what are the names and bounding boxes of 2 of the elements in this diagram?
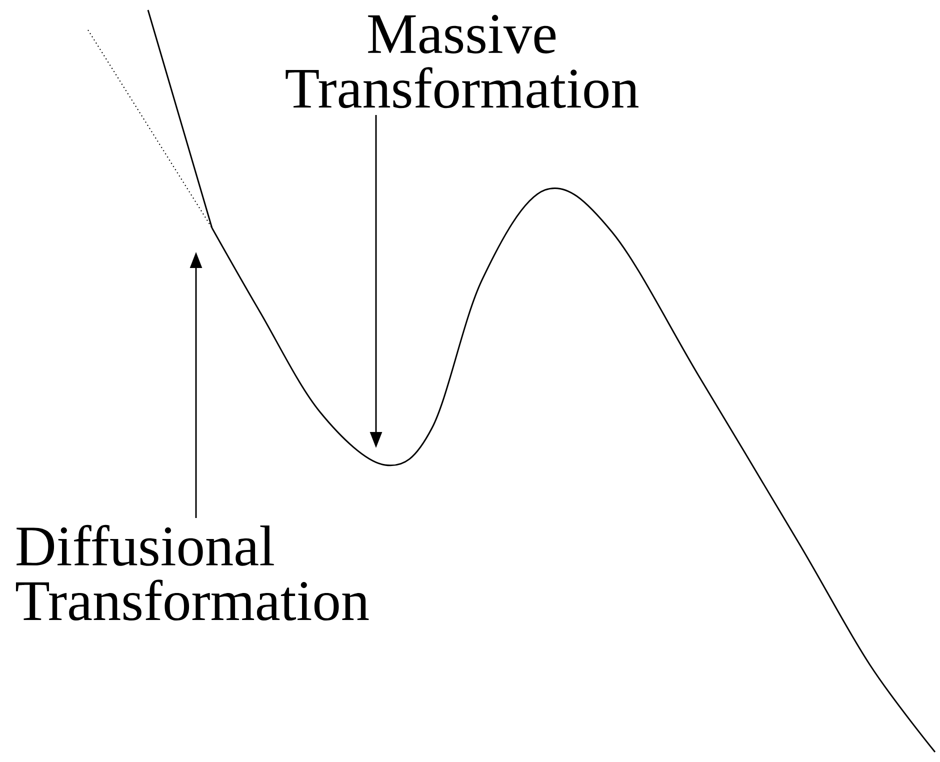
annotation-text: Massive Transformation <box>286 14 638 108</box>
annotation-text: Diffusional Transformation <box>16 524 369 621</box>
